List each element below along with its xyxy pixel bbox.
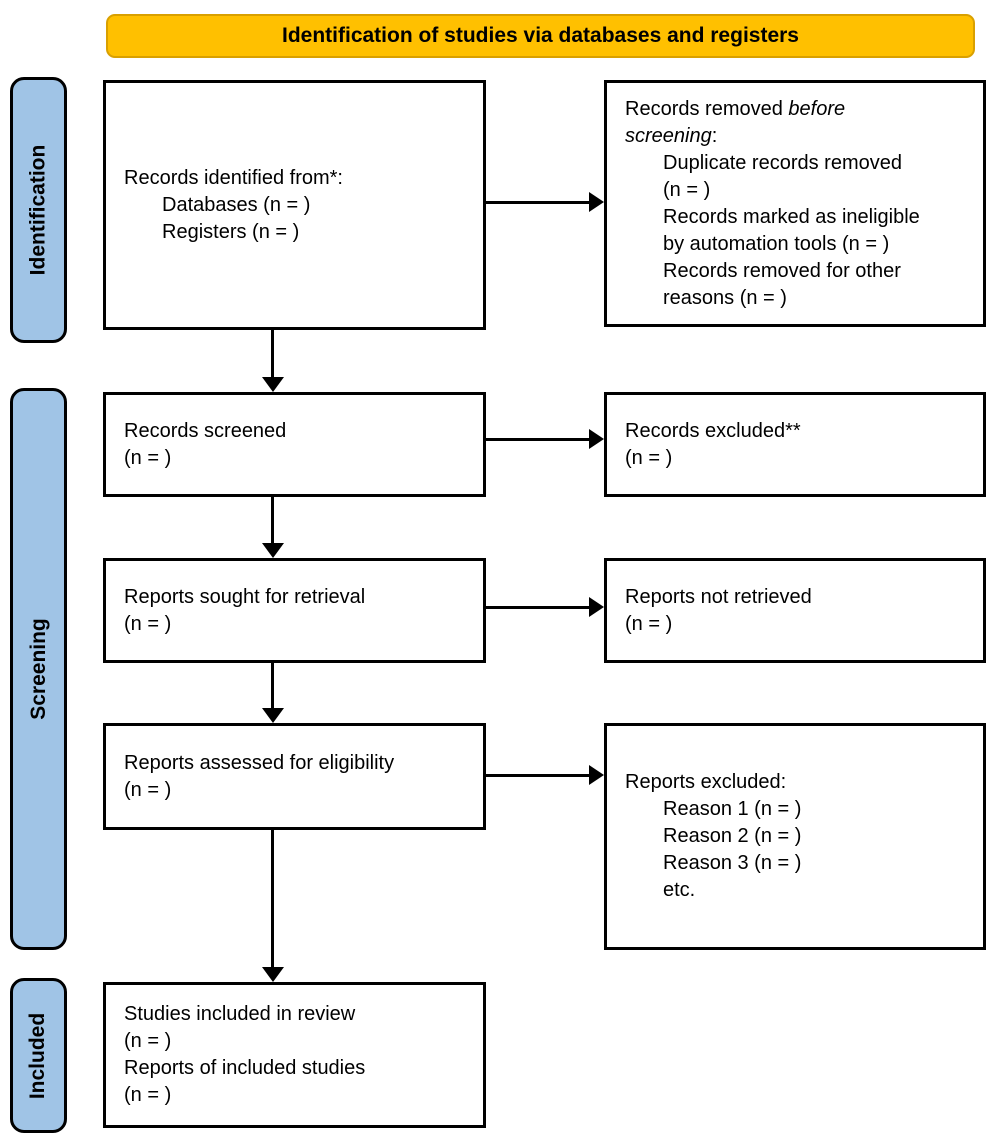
- reports-not-retrieved-n: (n = ): [625, 612, 673, 635]
- reports-included-label: Reports of included studies: [124, 1057, 366, 1079]
- box-records-excluded: Records excluded** (n = ): [604, 392, 986, 497]
- records-screened-label: Records screened: [124, 419, 287, 442]
- reports-excluded-etc: etc.: [663, 879, 696, 901]
- records-excluded-label: Records excluded**: [625, 419, 801, 442]
- records-excluded-n: (n = ): [625, 446, 673, 469]
- records-removed-line2-normal: :: [711, 125, 718, 147]
- arrow-assessed-to-excluded-head: [589, 765, 604, 785]
- studies-included-n: (n = ): [124, 1030, 172, 1052]
- box-records-screened: Records screened (n = ): [103, 392, 486, 497]
- reports-excluded-reason3: Reason 3 (n = ): [663, 852, 802, 874]
- records-removed-automation: Records marked as ineligible: [663, 206, 920, 228]
- stage-bar-screening: Screening: [10, 388, 67, 950]
- arrow-sought-to-assessed-head: [262, 708, 284, 723]
- reports-assessed-label: Reports assessed for eligibility: [124, 751, 395, 774]
- stage-bar-included: Included: [10, 978, 67, 1133]
- arrow-identified-to-removed-shaft: [486, 201, 590, 204]
- reports-not-retrieved-label: Reports not retrieved: [625, 585, 812, 608]
- studies-included-label: Studies included in review: [124, 1003, 356, 1025]
- reports-excluded-reason2: Reason 2 (n = ): [663, 825, 802, 847]
- records-removed-duplicates-n: (n = ): [663, 179, 711, 201]
- reports-excluded-reason1: Reason 1 (n = ): [663, 798, 802, 820]
- arrow-screened-to-excluded-head: [589, 429, 604, 449]
- records-removed-duplicates: Duplicate records removed: [663, 152, 902, 174]
- box-records-identified: Records identified from*: Databases (n =…: [103, 80, 486, 330]
- arrow-identified-to-removed-head: [589, 192, 604, 212]
- records-removed-line1: Records removed before: [625, 96, 973, 123]
- arrow-sought-to-not-retrieved-shaft: [486, 606, 590, 609]
- records-removed-other: Records removed for other: [663, 260, 901, 282]
- box-reports-assessed: Reports assessed for eligibility (n = ): [103, 723, 486, 830]
- diagram-title-banner: Identification of studies via databases …: [106, 14, 975, 58]
- arrow-identified-to-screened-shaft: [271, 330, 274, 377]
- box-studies-included: Studies included in review (n = ) Report…: [103, 982, 486, 1128]
- box-records-removed: Records removed before screening: Duplic…: [604, 80, 986, 327]
- records-removed-line2-italic: screening: [625, 125, 712, 147]
- records-identified-registers: Registers (n = ): [162, 220, 300, 243]
- records-identified-databases: Databases (n = ): [162, 193, 311, 216]
- records-removed-other-n: reasons (n = ): [663, 287, 787, 309]
- arrow-assessed-to-included-shaft: [271, 830, 274, 967]
- reports-sought-label: Reports sought for retrieval: [124, 585, 366, 608]
- arrow-sought-to-not-retrieved-head: [589, 597, 604, 617]
- arrow-assessed-to-included-head: [262, 967, 284, 982]
- reports-excluded-title: Reports excluded:: [625, 771, 787, 793]
- arrow-screened-to-sought-shaft: [271, 497, 274, 543]
- stage-label-screening: Screening: [26, 618, 50, 720]
- diagram-title: Identification of studies via databases …: [282, 24, 799, 47]
- arrow-identified-to-screened-head: [262, 377, 284, 392]
- arrow-sought-to-assessed-shaft: [271, 663, 274, 708]
- stage-bar-identification: Identification: [10, 77, 67, 343]
- records-removed-automation-n: by automation tools (n = ): [663, 233, 890, 255]
- box-reports-not-retrieved: Reports not retrieved (n = ): [604, 558, 986, 663]
- box-reports-sought: Reports sought for retrieval (n = ): [103, 558, 486, 663]
- arrow-screened-to-excluded-shaft: [486, 438, 590, 441]
- records-removed-line1-italic: before: [788, 98, 846, 120]
- box-reports-excluded: Reports excluded: Reason 1 (n = ) Reason…: [604, 723, 986, 950]
- stage-label-included: Included: [26, 1012, 50, 1099]
- reports-sought-n: (n = ): [124, 612, 172, 635]
- reports-included-n: (n = ): [124, 1084, 172, 1106]
- records-screened-n: (n = ): [124, 446, 172, 469]
- records-removed-line1-normal: Records removed: [625, 98, 789, 120]
- stage-label-identification: Identification: [26, 144, 50, 276]
- arrow-screened-to-sought-head: [262, 543, 284, 558]
- records-identified-title: Records identified from*:: [124, 166, 343, 189]
- arrow-assessed-to-excluded-shaft: [486, 774, 590, 777]
- reports-assessed-n: (n = ): [124, 778, 172, 801]
- records-removed-line2: screening:: [625, 123, 973, 150]
